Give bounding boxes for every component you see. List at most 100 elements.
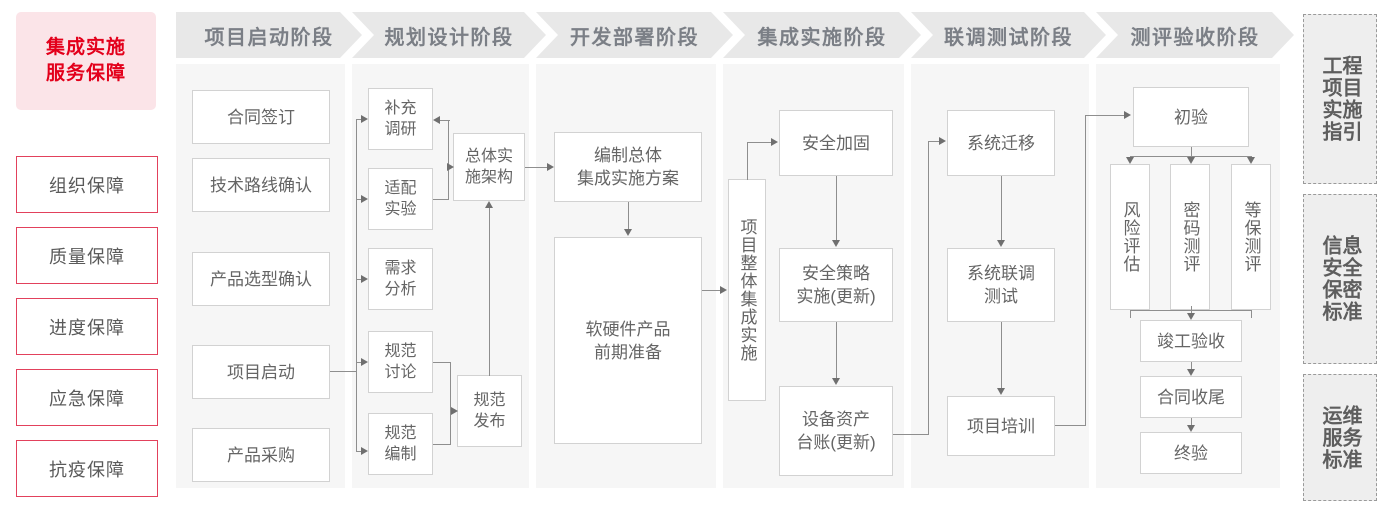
left-item-label: 组织保障	[49, 175, 125, 196]
connector-drafting-right	[433, 444, 451, 446]
connector-kickoff-out	[330, 371, 357, 373]
node-product-procurement[interactable]: 产品采购	[192, 428, 330, 482]
node-contract-closure[interactable]: 合同收尾	[1140, 376, 1242, 418]
phase-header-p1[interactable]: 项目启动阶段	[176, 12, 362, 58]
connector-test-down	[1001, 322, 1003, 388]
node-label-line2: 测试	[984, 287, 1018, 306]
node-prepare-overall-integration-plan[interactable]: 编制总体集成实施方案	[554, 132, 702, 202]
connector-adapt-right	[433, 199, 449, 201]
connector-discussion-right	[433, 362, 451, 364]
node-overall-implementation-architecture[interactable]: 总体实施架构	[453, 133, 525, 201]
right-item-col-left: 信安保标	[1319, 235, 1341, 323]
connector-phase2-trunk	[356, 119, 358, 452]
connector-standard-merge	[450, 362, 452, 445]
left-item-schedule[interactable]: 进度保障	[16, 298, 158, 355]
connector-policy-down	[836, 322, 838, 378]
node-label: 合同签订	[227, 107, 295, 127]
node-adaptation-experiment[interactable]: 适配实验	[368, 168, 433, 230]
arrow-down-to-contract-closure	[1187, 369, 1195, 376]
phase-header-label: 集成实施阶段	[757, 26, 887, 49]
node-standard-drafting[interactable]: 规范编制	[368, 413, 433, 475]
left-item-quality[interactable]: 质量保障	[16, 227, 158, 284]
node-security-policy-implementation[interactable]: 安全策略实施(更新)	[779, 248, 893, 322]
node-product-selection-confirm[interactable]: 产品选型确认	[192, 252, 330, 306]
node-system-migration[interactable]: 系统迁移	[947, 110, 1055, 176]
left-item-epidemic[interactable]: 抗疫保障	[16, 440, 158, 497]
node-contract-signing[interactable]: 合同签订	[192, 90, 330, 144]
phase-header-label: 开发部署阶段	[570, 26, 699, 49]
arrow-back-to-supplementary-research	[433, 116, 440, 124]
arrow-to-supplementary-research	[361, 115, 368, 123]
right-item-col-left: 工项实指	[1319, 55, 1341, 143]
left-item-organization[interactable]: 组织保障	[16, 156, 158, 213]
node-cryptography-evaluation[interactable]: 密码测评	[1170, 164, 1210, 310]
node-label-line1: 设备资产	[801, 410, 870, 429]
phase-header-p2[interactable]: 规划设计阶段	[352, 12, 546, 58]
node-classified-protection-evaluation[interactable]: 等保测评	[1231, 164, 1271, 310]
connector-integration-to-hardening	[747, 142, 772, 144]
connector-preparation-to-integration	[702, 290, 721, 292]
node-project-kickoff[interactable]: 项目启动	[192, 345, 330, 399]
left-item-label: 进度保障	[49, 317, 125, 338]
node-hardware-software-preparation[interactable]: 软硬件产品前期准备	[554, 237, 702, 444]
node-preliminary-acceptance[interactable]: 初验	[1133, 87, 1249, 147]
node-label-line1: 规范	[384, 425, 417, 442]
node-label: 项目整体集成实施	[737, 218, 757, 362]
phase-header-p4[interactable]: 集成实施阶段	[723, 12, 921, 58]
node-label-line2: 集成实施方案	[577, 169, 679, 188]
node-label: 项目培训	[967, 416, 1035, 436]
node-label: 产品采购	[227, 445, 295, 465]
node-label-line1: 补充	[384, 100, 417, 117]
arrow-down-to-risk-assessment	[1126, 157, 1134, 164]
connector-branch-4	[356, 362, 362, 364]
left-item-label: 质量保障	[49, 246, 125, 267]
connector-training-up	[1085, 115, 1087, 426]
node-tech-route-confirm[interactable]: 技术路线确认	[192, 158, 330, 212]
left-item-emergency[interactable]: 应急保障	[16, 369, 158, 426]
connector-plan-down	[628, 202, 630, 230]
right-item-infosec-standard[interactable]: 息全密准 信安保标	[1303, 194, 1377, 364]
connector-hardening-down	[836, 176, 838, 240]
arrow-down-to-protection-evaluation	[1247, 157, 1255, 164]
node-overall-project-integration[interactable]: 项目整体集成实施	[728, 179, 766, 401]
arrow-down-to-joint-test	[997, 240, 1005, 247]
node-risk-assessment[interactable]: 风险评估	[1110, 164, 1150, 310]
right-item-col-right: 程目施引	[1339, 55, 1361, 143]
node-label: 初验	[1174, 107, 1208, 127]
node-label-line2: 调研	[384, 121, 417, 138]
connector-research-adapt-merge	[448, 120, 450, 200]
connector-migration-down	[1001, 176, 1003, 240]
connector-ledger-up	[928, 141, 930, 435]
arrow-to-standard-release	[451, 407, 458, 415]
right-item-ops-service-standard[interactable]: 维务准 运服标	[1303, 374, 1377, 501]
arrow-down-to-training	[997, 388, 1005, 395]
node-final-acceptance[interactable]: 终验	[1140, 432, 1242, 474]
node-label-line2: 编制	[384, 446, 417, 463]
connector-acceptance-down	[1191, 147, 1193, 157]
node-completion-acceptance[interactable]: 竣工验收	[1140, 320, 1242, 362]
node-label: 密码测评	[1180, 201, 1200, 273]
node-equipment-asset-ledger[interactable]: 设备资产台账(更新)	[779, 386, 893, 476]
node-requirement-analysis[interactable]: 需求分析	[368, 248, 433, 310]
arrow-to-standard-discussion	[361, 358, 368, 366]
node-standard-discussion[interactable]: 规范讨论	[368, 331, 433, 393]
right-item-engineering-guide[interactable]: 程目施引 工项实指	[1303, 14, 1377, 184]
node-project-training[interactable]: 项目培训	[947, 396, 1055, 456]
phase-header-label: 联调测试阶段	[944, 26, 1073, 49]
node-system-joint-debug-test[interactable]: 系统联调测试	[947, 248, 1055, 322]
connector-closure-down	[1191, 418, 1193, 425]
connector-branch-2	[356, 199, 362, 201]
node-standard-release[interactable]: 规范发布	[457, 375, 522, 447]
node-security-hardening[interactable]: 安全加固	[779, 110, 893, 176]
connector-protection-down	[1251, 310, 1253, 318]
phase-header-p6[interactable]: 测评验收阶段	[1096, 12, 1294, 58]
arrow-to-integration-plan	[547, 163, 554, 171]
phase-header-p5[interactable]: 联调测试阶段	[911, 12, 1106, 58]
arrow-to-security-hardening	[771, 138, 778, 146]
left-item-label: 应急保障	[49, 388, 125, 409]
phase-header-p3[interactable]: 开发部署阶段	[536, 12, 733, 58]
connector-branch-5	[356, 451, 362, 453]
node-supplementary-research[interactable]: 补充调研	[368, 88, 433, 150]
node-label-line1: 软硬件产品	[585, 319, 671, 339]
arrow-to-requirement-analysis	[361, 275, 368, 283]
